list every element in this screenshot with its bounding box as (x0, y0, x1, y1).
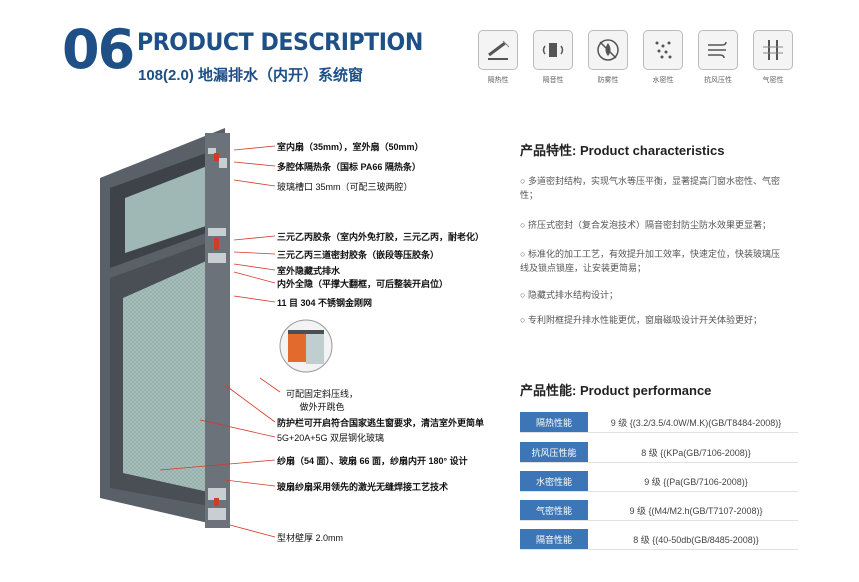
callout-sash-size: 室内扇（35mm），室外扇（50mm） (277, 142, 424, 152)
callout-epdm-gasket: 三元乙丙胶条（室内外免打胶，三元乙丙，耐老化） (277, 232, 485, 242)
page-number: 06 (62, 18, 135, 81)
callout-thermal-break: 多腔体隔热条（国标 PA66 隔热条） (277, 162, 421, 172)
callout-hidden-drainage: 室外隐藏式排水 (277, 266, 341, 276)
insulation-icon: 隔热性 (478, 30, 518, 85)
wind-resistance-icon: 抗风压性 (698, 30, 738, 85)
soundproof-icon: 隔音性 (533, 30, 573, 85)
upper-glass-pane (125, 163, 215, 253)
page-title: PRODUCT DESCRIPTION (137, 28, 423, 56)
callout-escape-guard: 防护栏可开启符合国家逃生窗要求，清洁室外更简单 (277, 418, 485, 428)
watertight-icon: 水密性 (643, 30, 683, 85)
characteristics-item: ○ 专利附框提升排水性能更优，窗扇磁吸设计开关体验更好； (520, 315, 762, 325)
callout-sash-inward: 纱扇（54 面）、玻扇 66 面，纱扇内开 180° 设计 (277, 456, 468, 466)
callout-tempered-glass: 5G+20A+5G 双层钢化玻璃 (277, 433, 385, 443)
callout-glass-groove: 玻璃槽口 35mm（可配三玻两腔） (277, 182, 413, 192)
callout-laser-welding: 玻扇纱扇采用领先的激光无缝焊接工艺技术 (277, 482, 449, 492)
characteristics-item: ○ 多道密封结构，实现气水等压平衡，显著提高门窗水密性、气密性； (520, 176, 780, 200)
characteristics-item: ○ 隐藏式排水结构设计； (520, 290, 618, 300)
window-cross-section-illustration (100, 128, 230, 528)
callout-triple-seal: 三元乙丙三道密封胶条（嵌段等压胶条） (277, 250, 440, 260)
waterproof-icon: 防雾性 (588, 30, 628, 85)
glazing-bead-detail-icon (279, 319, 333, 373)
characteristics-item: ○ 标准化的加工工艺，有效提升加工效率，快速定位，快装玻璃压线及锁点锁座，让安装… (520, 249, 780, 273)
callout-steel-mesh: 11 目 304 不锈钢金刚网 (277, 298, 373, 308)
characteristics-item: ○ 挤压式密封（复合发泡技术）隔音密封防尘防水效果更显著； (520, 220, 771, 230)
callout-bead-color: 可配固定斜压线，做外开跳色 (285, 389, 358, 412)
product-subtitle: 108(2.0) 地漏排水（内开）系统窗 (138, 67, 364, 84)
performance-title: 产品性能: Product performance (520, 383, 712, 398)
profile-section (205, 133, 230, 528)
callout-wall-thickness: 型材壁厚 2.0mm (277, 533, 344, 543)
callout-concealed-frame: 内外全隐（平撑大翻框，可后整装开启位） (277, 279, 449, 289)
airtight-icon: 气密性 (753, 30, 793, 85)
characteristics-title: 产品特性: Product characteristics (520, 143, 725, 158)
